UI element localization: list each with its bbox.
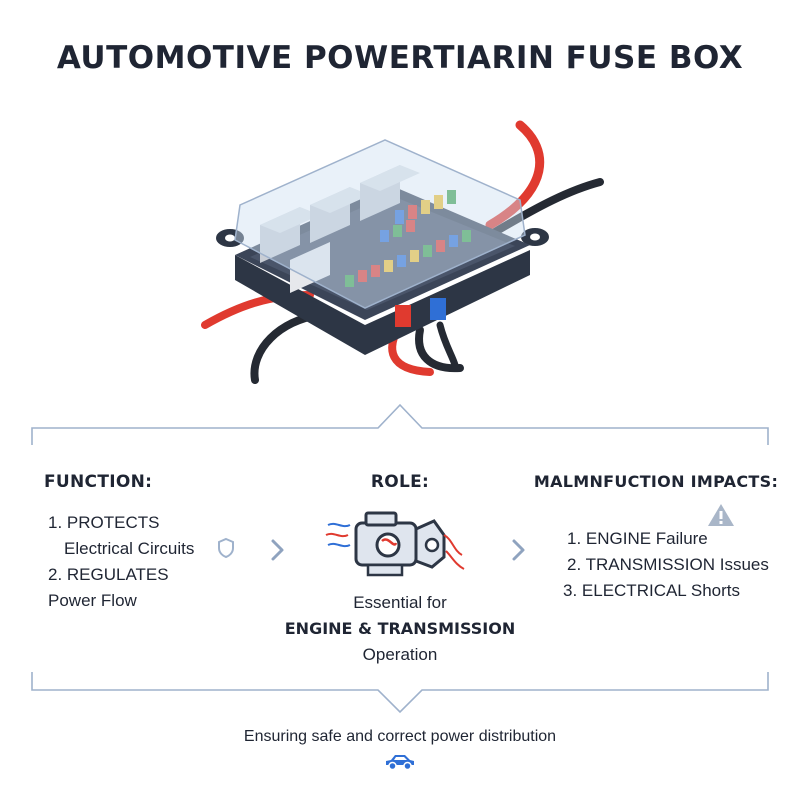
- chevron-right-icon: [271, 539, 284, 561]
- transparent-cover: [234, 139, 526, 309]
- impacts-list: 1. ENGINE Failure 2. TRANSMISSION Issues…: [553, 526, 783, 604]
- chevron-right-icon: [512, 539, 525, 561]
- impacts-column: MALMNFUCTION IMPACTS:: [530, 472, 782, 491]
- footer-text: Ensuring safe and correct power distribu…: [243, 728, 557, 745]
- function-item-detail: Power Flow: [48, 591, 137, 610]
- impacts-item: 3. ELECTRICAL Shorts: [563, 581, 740, 600]
- function-item-detail: Electrical Circuits: [64, 539, 195, 558]
- engine-icon: [325, 511, 465, 577]
- impacts-heading: MALMNFUCTION IMPACTS:: [533, 472, 779, 491]
- relays: [260, 165, 420, 293]
- function-heading: FUNCTION:: [44, 472, 153, 492]
- black-wire-bottom-1: [415, 326, 464, 373]
- role-line-1: Essential for: [353, 593, 447, 612]
- impacts-item: 2. TRANSMISSION Issues: [567, 555, 769, 574]
- role-heading: ROLE:: [370, 472, 430, 492]
- fuse-box-illustration: [201, 120, 604, 384]
- car-icon: [386, 755, 414, 771]
- housing-side: [235, 250, 530, 355]
- black-wire-left: [250, 311, 324, 384]
- role-column: ROLE:: [290, 472, 510, 492]
- black-wire-top: [486, 178, 604, 239]
- function-column: FUNCTION: 1. PROTECTS Electrical Circuit…: [44, 472, 284, 614]
- fuses: [345, 190, 471, 287]
- black-wire-bottom-2: [436, 321, 459, 369]
- function-item-label: 2. REGULATES: [48, 565, 169, 584]
- function-item-label: 1. PROTECTS: [48, 513, 160, 532]
- page-title: AUTOMOTIVE POWERTIARIN FUSE BOX: [56, 40, 744, 76]
- shield-icon: [218, 537, 234, 559]
- role-text: Essential for ENGINE & TRANSMISSION Oper…: [270, 590, 530, 668]
- connector-red: [395, 305, 411, 327]
- role-line-3: Operation: [362, 645, 438, 664]
- red-wire-top: [485, 120, 545, 230]
- role-line-2: ENGINE & TRANSMISSION: [284, 619, 516, 638]
- warning-icon: [708, 504, 734, 526]
- connector-blue: [430, 298, 446, 320]
- impacts-item: 1. ENGINE Failure: [567, 529, 708, 548]
